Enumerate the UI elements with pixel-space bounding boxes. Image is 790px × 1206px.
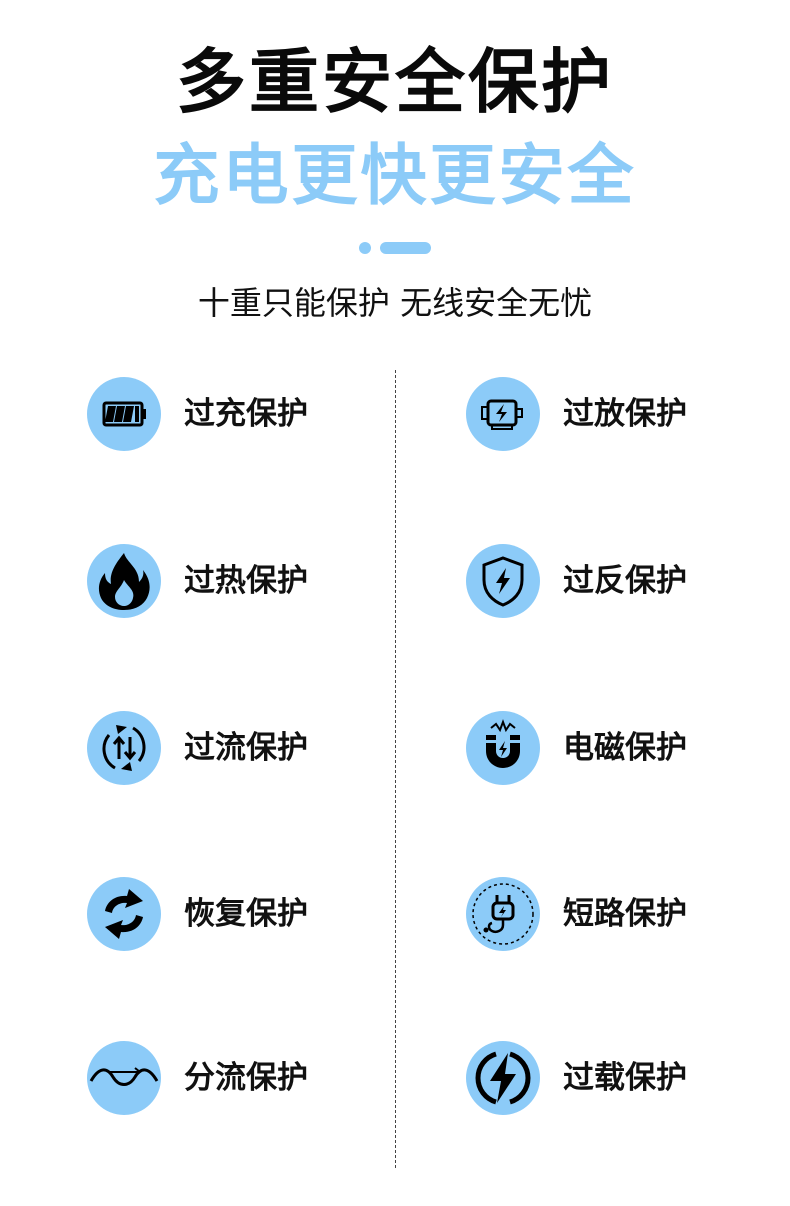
feature-label: 过流保护 (184, 730, 308, 766)
magnet-icon (466, 711, 540, 785)
feature-label: 过充保护 (184, 396, 308, 432)
feature-overdischarge: 过放保护 (466, 377, 766, 451)
lightning-circle-icon (466, 1041, 540, 1115)
current-arrows-icon (87, 711, 161, 785)
plug-icon (466, 877, 540, 951)
feature-reverse: 过反保护 (466, 544, 766, 618)
feature-label: 过热保护 (184, 563, 308, 599)
feature-label: 过载保护 (563, 1060, 687, 1096)
feature-label: 过放保护 (563, 396, 687, 432)
feature-electromagnetic: 电磁保护 (466, 711, 766, 785)
shield-bolt-icon (466, 544, 540, 618)
feature-shunt: 分流保护 (87, 1041, 387, 1115)
feature-short-circuit: 短路保护 (466, 877, 766, 951)
feature-overheat: 过热保护 (87, 544, 387, 618)
feature-overload: 过载保护 (466, 1041, 766, 1115)
feature-label: 短路保护 (563, 896, 687, 932)
refresh-icon (87, 877, 161, 951)
feature-overcurrent: 过流保护 (87, 711, 387, 785)
decorative-bar (380, 242, 431, 254)
feature-label: 电磁保护 (563, 730, 687, 766)
flame-icon (87, 544, 161, 618)
page-title: 多重安全保护 (176, 41, 614, 123)
feature-label: 恢复保护 (184, 896, 308, 932)
center-divider (395, 370, 396, 1168)
feature-label: 分流保护 (184, 1060, 308, 1096)
decorative-dot (359, 242, 371, 254)
feature-overcharge: 过充保护 (87, 377, 387, 451)
page-subtitle: 充电更快更安全 (153, 137, 637, 214)
feature-label: 过反保护 (563, 563, 687, 599)
battery-charging-icon (466, 377, 540, 451)
feature-recovery: 恢复保护 (87, 877, 387, 951)
tagline: 十重只能保护 无线安全无忧 (197, 284, 593, 322)
wave-icon (87, 1041, 161, 1115)
battery-full-icon (87, 377, 161, 451)
